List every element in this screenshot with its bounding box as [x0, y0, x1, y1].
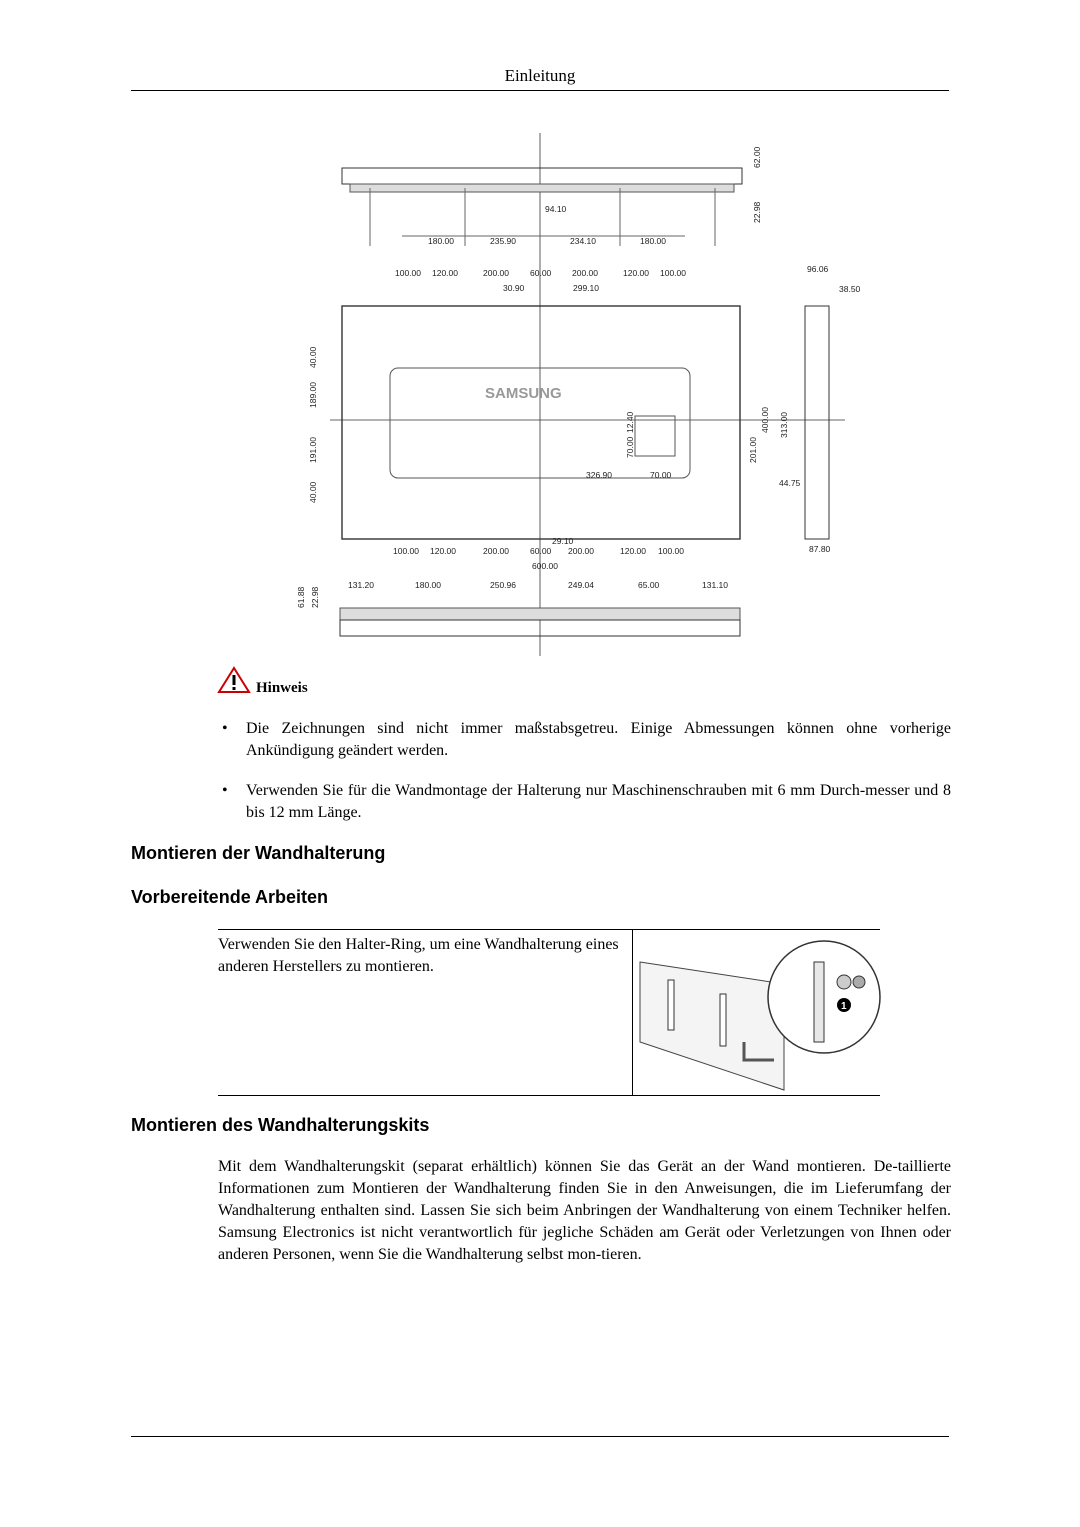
dim-label: 200.00 — [483, 546, 509, 556]
wall-mount-ring-figure: 1 — [639, 940, 881, 1091]
note-text: Die Zeichnungen sind nicht immer maßstab… — [246, 720, 951, 759]
dim-label: 120.00 — [623, 268, 649, 278]
dim-label: 191.00 — [308, 437, 318, 463]
dim-label: 87.80 — [809, 544, 831, 554]
bullet-icon: • — [222, 782, 228, 799]
bullet-icon: • — [222, 720, 228, 737]
list-item: • Die Zeichnungen sind nicht immer maßst… — [218, 718, 951, 762]
dim-label: 180.00 — [415, 580, 441, 590]
dim-label: 29.10 — [552, 536, 574, 546]
dim-label: 120.00 — [620, 546, 646, 556]
dim-label: 96.06 — [807, 264, 829, 274]
dim-label: 100.00 — [393, 546, 419, 556]
dim-label: 235.90 — [490, 236, 516, 246]
dim-label: 62.00 — [752, 146, 762, 168]
dim-label: 234.10 — [570, 236, 596, 246]
dim-label: 201.00 — [748, 437, 758, 463]
table-divider — [632, 930, 633, 1095]
subsection-heading: Vorbereitende Arbeiten — [131, 887, 329, 907]
dim-label: 200.00 — [483, 268, 509, 278]
dim-label: 200.00 — [572, 268, 598, 278]
dim-label: 120.00 — [432, 268, 458, 278]
dim-label: 30.90 — [503, 283, 525, 293]
dim-label: 400.00 — [760, 407, 770, 433]
prep-text: Verwenden Sie den Halter-Ring, um eine W… — [218, 936, 619, 975]
callout-marker-icon — [837, 998, 851, 1012]
dim-label: 12.40 — [625, 411, 635, 433]
dim-label: 60.00 — [530, 546, 552, 556]
dim-label: 38.50 — [839, 284, 861, 294]
note-list: • Die Zeichnungen sind nicht immer maßst… — [218, 718, 951, 842]
section-heading: Montieren des Wandhalterungskits — [131, 1115, 430, 1135]
dim-label: 180.00 — [428, 236, 454, 246]
dim-label: 250.96 — [490, 580, 516, 590]
technical-drawing: 180.00 235.90 234.10 180.00 94.10 62.00 … — [290, 128, 861, 658]
dim-label: 40.00 — [308, 481, 318, 503]
footer-rule — [131, 1436, 949, 1437]
header-rule — [131, 90, 949, 91]
dim-label: 313.00 — [779, 412, 789, 438]
dim-label: 22.98 — [752, 201, 762, 223]
dim-label: 65.00 — [638, 580, 660, 590]
dim-label: 200.00 — [568, 546, 594, 556]
dim-label: 600.00 — [532, 561, 558, 571]
dim-label: 100.00 — [660, 268, 686, 278]
dim-label: 131.20 — [348, 580, 374, 590]
dim-label: 44.75 — [779, 478, 801, 488]
brand-logo-text: SAMSUNG — [485, 385, 562, 402]
list-item: • Verwenden Sie für die Wandmontage der … — [218, 780, 951, 824]
dim-label: 100.00 — [658, 546, 684, 556]
dim-label: 100.00 — [395, 268, 421, 278]
dim-label: 70.00 — [650, 470, 672, 480]
dim-label: 326.90 — [586, 470, 612, 480]
kit-paragraph: Mit dem Wandhalterungskit (separat erhäl… — [218, 1158, 951, 1263]
dim-label: 131.10 — [702, 580, 728, 590]
dim-label: 299.10 — [573, 283, 599, 293]
dim-label: 61.88 — [296, 586, 306, 608]
section-heading: Montieren der Wandhalterung — [131, 843, 386, 863]
dim-label: 40.00 — [308, 346, 318, 368]
prep-table: Verwenden Sie den Halter-Ring, um eine W… — [218, 929, 881, 1096]
callout-number: 1 — [841, 1001, 847, 1012]
dim-label: 70.00 — [625, 436, 635, 458]
warning-icon — [217, 666, 251, 693]
page-header-title: Einleitung — [504, 66, 576, 85]
dim-label: 22.98 — [310, 586, 320, 608]
note-label: Hinweis — [256, 680, 308, 696]
note-text: Verwenden Sie für die Wandmontage der Ha… — [246, 782, 951, 821]
dim-label: 249.04 — [568, 580, 594, 590]
dim-label: 60.00 — [530, 268, 552, 278]
dimension-drawing-svg: 180.00 235.90 234.10 180.00 94.10 62.00 … — [296, 133, 861, 656]
dim-label: 94.10 — [545, 204, 567, 214]
dim-label: 180.00 — [640, 236, 666, 246]
dim-label: 120.00 — [430, 546, 456, 556]
dim-label: 189.00 — [308, 382, 318, 408]
